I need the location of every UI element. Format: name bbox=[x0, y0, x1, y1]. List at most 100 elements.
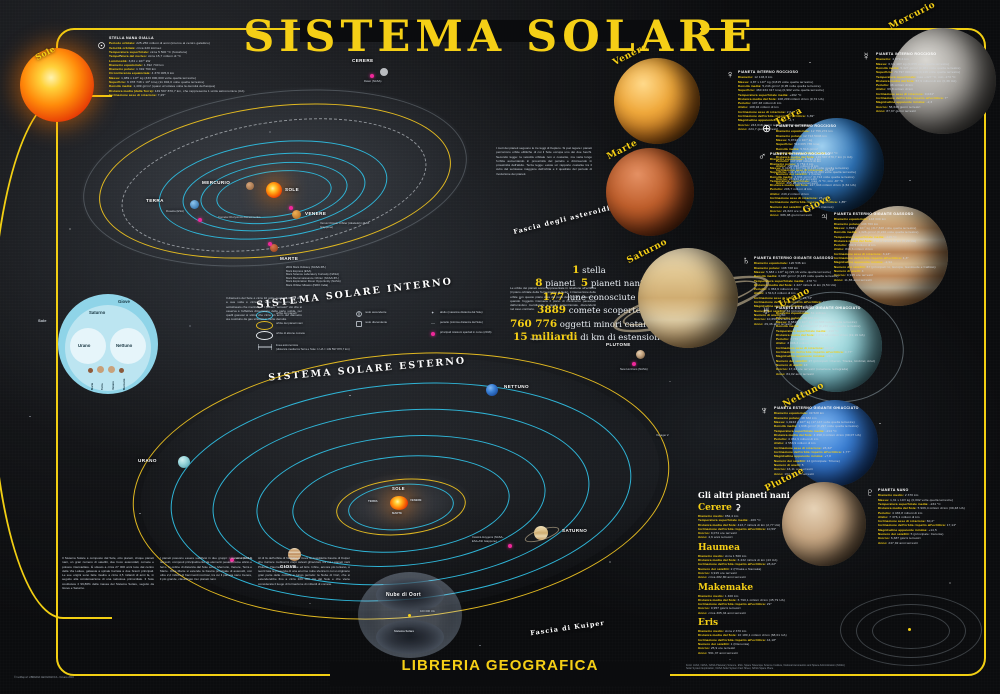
data-row: Numero dei satelliti: 14 (principale: Tr… bbox=[774, 458, 840, 463]
dwarf-makemake-name: Makemake bbox=[698, 582, 754, 593]
data-row: Diametro medio: circa 2 370 km bbox=[698, 629, 747, 634]
mission-pin-rosetta[interactable] bbox=[198, 218, 202, 222]
mercurio-symbol-icon: ☿ bbox=[862, 51, 871, 63]
venn-label-giove: Giove bbox=[118, 299, 130, 304]
label-nettuno-outer: NETTUNO bbox=[504, 384, 530, 389]
aphelion-star-icon: ✦ bbox=[431, 310, 435, 315]
data-row: Inclinazione dell'orbita rispetto all'ec… bbox=[834, 256, 909, 261]
data-row: Temperatura superficiale: circa 5 500 °C… bbox=[109, 49, 188, 54]
sun-classification: STELLA NANA GIALLA bbox=[109, 36, 154, 40]
data-row: Temperatura superficiale media: -216 °C bbox=[776, 328, 839, 333]
data-row: Massa: 6,4185 x 10²³ kg (0,107 volte que… bbox=[770, 165, 849, 170]
data-row: Inclinazione dell'orbita rispetto all'ec… bbox=[878, 523, 957, 528]
saturno-classification: PIANETA ESTERNO GIGANTE GASSOSO bbox=[754, 256, 834, 260]
outer-system-diagram: SOLE TERRA VENERE MARTE GIOVE Juno (NASA… bbox=[120, 331, 681, 641]
data-row: Anno: 365,26 giorni terrestri bbox=[776, 180, 818, 185]
scale-bar-icon bbox=[258, 344, 272, 350]
data-row: Anno: 4,6 anni terrestri bbox=[698, 535, 733, 540]
data-row: Temperatura superficiale media: +22 °C bbox=[776, 150, 838, 155]
data-row: Diametro polare: 108 728 km bbox=[754, 265, 799, 270]
urano-classification: PIANETA ESTERNO GIGANTE GHIACCIATO bbox=[776, 306, 861, 310]
data-row: Temperatura superficiale media: -214 °C bbox=[774, 428, 837, 433]
data-row: Diametro equatoriale: 143 000 km bbox=[834, 217, 887, 222]
data-row: Magnitudine apparente minima: +14,5 bbox=[878, 527, 937, 532]
data-row: Densità media: 1,326 g/cm³ (0,240 volte … bbox=[834, 230, 919, 235]
node-ascending-icon bbox=[356, 311, 362, 317]
data-row: Diametro equatoriale: 1 392 740 km bbox=[109, 62, 164, 67]
terra-classification: PIANETA INTERNO ROCCIOSO bbox=[776, 124, 837, 128]
mercurio-globe bbox=[890, 28, 996, 134]
data-row: Anno: circa 282,80 anni terrestri bbox=[698, 575, 747, 580]
data-row: Anno: 164,79 anni terrestri bbox=[774, 471, 815, 476]
dwarf-haumea-name: Haumea bbox=[698, 542, 740, 553]
data-row: Magnitudine apparente minima: -0,24 bbox=[754, 304, 813, 309]
legend-label-dwarf-orbit: orbite dei pianeti nani bbox=[276, 321, 303, 325]
legend-label-node-asc: nodo ascendente bbox=[365, 310, 387, 314]
data-row: Diametro equatoriale: 51 118 km bbox=[776, 311, 826, 316]
data-row: Giorno: 23,934 ore terrestri bbox=[776, 176, 817, 181]
legend-label-missions: principali missioni spaziali in corso (2… bbox=[440, 330, 492, 334]
data-row: Distanza media dal Sole: 778,3 milioni d… bbox=[834, 238, 917, 243]
venere-globe bbox=[614, 58, 700, 144]
mission-pin-juno[interactable] bbox=[230, 558, 234, 562]
data-row: Perielio: 46 milioni di km bbox=[876, 83, 913, 88]
mission-pin-new-horizons[interactable] bbox=[632, 362, 636, 366]
stat-line: 8 pianeti 5 pianeti nani bbox=[535, 277, 643, 290]
mission-pin-cassini[interactable] bbox=[508, 544, 512, 548]
mission-pin-dawn[interactable] bbox=[370, 74, 374, 78]
data-row: Diametro medio: 2 370 km bbox=[878, 493, 919, 498]
oort-inner-lobe-bottom bbox=[376, 620, 444, 654]
data-row: Distanza media dal Sole: 6 790,1 milioni… bbox=[698, 597, 785, 602]
data-row: Perielio: 206,7 milioni di km bbox=[770, 187, 812, 192]
stat-line: 760 776 oggetti minori catalogati bbox=[510, 317, 668, 330]
legend-swatch-mission-pin bbox=[431, 332, 435, 336]
data-row: Temperatura superficiale: max -5 °C, min… bbox=[770, 178, 844, 183]
marte-symbol-icon: ♂ bbox=[758, 151, 767, 163]
data-row: Inclinazione asse di rotazione: 23,43° bbox=[776, 168, 835, 173]
label-terra: TERRA bbox=[146, 198, 164, 203]
data-row: Diametro medio: 952,4 km bbox=[698, 514, 739, 518]
venn-nettuno bbox=[110, 328, 146, 364]
data-row: Afelio: 249,2 milioni di km bbox=[770, 191, 809, 196]
data-row: Distanza media dal Sole: 1 427 milioni d… bbox=[754, 282, 837, 287]
data-row: Inclinazione asse di rotazione: 26,73° bbox=[754, 295, 813, 300]
data-row: Densità media: 0,687 g/cm³ (0,125 volte … bbox=[754, 274, 839, 279]
mission-label-dawn: Dawn (NASA) bbox=[364, 79, 382, 83]
stat-line: 1 stella bbox=[572, 264, 606, 276]
label-urano-outer: URANO bbox=[138, 458, 157, 463]
data-row: Afelio: 7 376,1 milioni di km bbox=[878, 514, 920, 519]
data-row: Densità media: 5,513 g/cm³ bbox=[776, 146, 818, 151]
mission-pin-mars[interactable] bbox=[268, 242, 272, 246]
data-row: Perielio: 4 436,8 milioni di km bbox=[878, 510, 923, 515]
mission-pin-akatsuki[interactable] bbox=[289, 206, 293, 210]
data-row: Anno: 247,92 anni terrestri bbox=[878, 540, 919, 545]
data-row: Superficie: 460 234 317 kmq (0,902 volte… bbox=[738, 88, 825, 93]
mission-label-cassini: Cassini-Huygens (NASA-ESA-ASI Giappone) bbox=[472, 535, 504, 543]
data-row: Numero di anelli: 5 bbox=[774, 462, 804, 467]
data-row: Temperatura superficiale media: -145 °C bbox=[834, 234, 897, 239]
data-row: Numero di anelli: 4 bbox=[834, 268, 864, 273]
data-row: Distanza media dal Sole: 4 498,4 milioni… bbox=[774, 432, 861, 437]
mercurio-classification: PIANETA INTERNO ROCCIOSO bbox=[876, 52, 937, 56]
data-row: Distanza media dal Sole: 413,7 milioni d… bbox=[698, 522, 781, 527]
label-saturno-outer: SATURNO bbox=[562, 528, 588, 533]
terra-symbol-icon: ⊕ bbox=[762, 123, 772, 135]
plutone-globe bbox=[782, 482, 866, 566]
data-row: Diametro polare: 133 700 km bbox=[834, 221, 879, 226]
data-row: Distanza media dal Sole: 108,209 milioni… bbox=[738, 96, 824, 101]
data-row: Anno: 84,02 anni terrestri bbox=[776, 371, 815, 376]
data-row: Inclinazione dell'orbita rispetto all'ec… bbox=[698, 637, 777, 642]
data-row: Distanza media dal Sole: 57,9 milioni di… bbox=[876, 78, 957, 83]
intro-text-column-3: Al di là dell'orbita di Nettuno si trova… bbox=[258, 556, 350, 586]
data-row: Massa: 1,0243 x 10²⁶ kg (17,147 volte qu… bbox=[774, 419, 855, 424]
